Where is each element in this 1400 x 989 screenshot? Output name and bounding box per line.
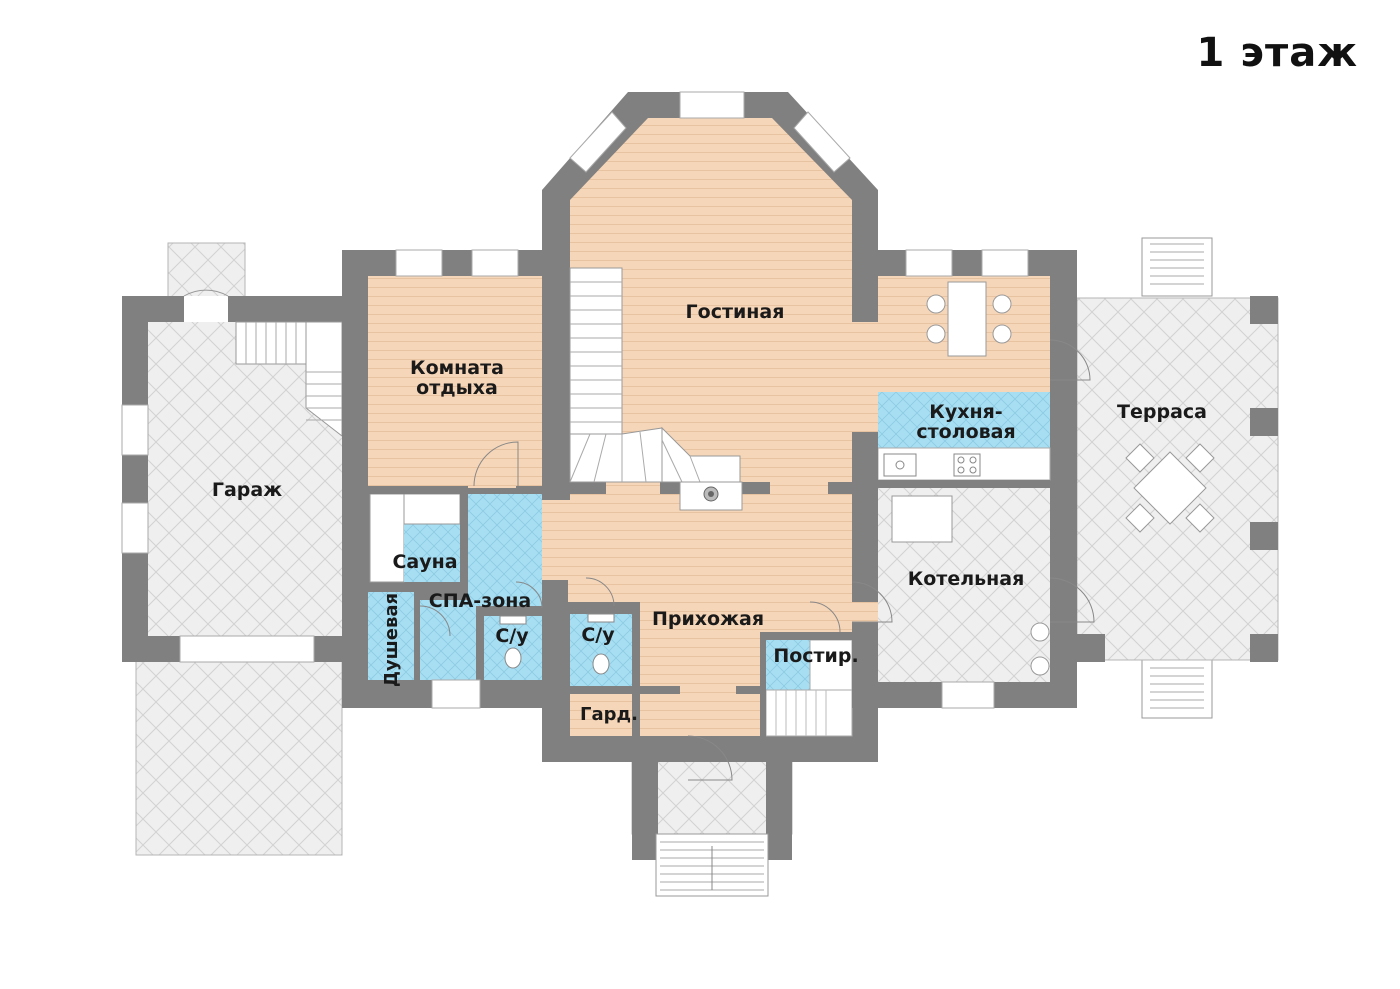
- label-sauna: Сауна: [392, 551, 457, 573]
- label-wc-2: С/у: [581, 624, 615, 646]
- sauna-bench: [369, 493, 405, 583]
- hall-floor: [542, 494, 878, 736]
- terrace-post-3: [1250, 522, 1278, 550]
- hall-stair: [765, 689, 853, 737]
- terrace-post-4: [1250, 634, 1278, 662]
- label-garage: Гараж: [212, 479, 282, 501]
- label-rest-2: отдыха: [416, 377, 498, 399]
- garage-block: [121, 242, 350, 856]
- spa-floor: [420, 494, 542, 680]
- shower-floor: [368, 592, 414, 680]
- terrace-table: [1125, 443, 1215, 533]
- laundry-floor: [766, 640, 810, 690]
- terrace-stair-bottom: [1141, 659, 1213, 719]
- entrance-porch: [631, 759, 793, 897]
- garage-gate: [179, 635, 315, 663]
- garage-entry-porch: [167, 242, 246, 302]
- terrace-post-1: [1250, 296, 1278, 324]
- terrace-stair-top: [1141, 237, 1213, 297]
- label-kitchen-2: столовая: [916, 421, 1015, 443]
- fireplace: [679, 481, 743, 511]
- garage-apron: [135, 659, 343, 856]
- label-hall: Прихожая: [652, 608, 764, 630]
- garage-door-swing: [183, 289, 229, 297]
- label-boiler: Котельная: [908, 568, 1025, 590]
- label-kitchen-1: Кухня-: [929, 401, 1002, 423]
- toilet-1: [499, 615, 527, 669]
- tank-2: [1030, 656, 1050, 676]
- label-laundry: Постир.: [773, 645, 858, 667]
- label-terrace: Терраса: [1117, 401, 1207, 423]
- terrace-post-5: [1077, 634, 1105, 662]
- garage-window-left-2: [121, 502, 149, 554]
- floor-title: 1 этаж: [1196, 30, 1358, 76]
- windows: [395, 91, 1029, 709]
- terrace-block: [1076, 237, 1279, 719]
- label-rest-1: Комната: [410, 357, 504, 379]
- label-living: Гостиная: [686, 301, 785, 323]
- terrace-post-2: [1250, 408, 1278, 436]
- garage-door-opening: [184, 296, 228, 322]
- kitchen-floor: [878, 392, 1050, 448]
- living-stair: [569, 267, 741, 483]
- doors: [419, 339, 1095, 781]
- kitchen-appliances: [883, 453, 981, 477]
- toilet-2: [587, 613, 615, 675]
- tank-1: [1030, 622, 1050, 642]
- label-wardrobe: Гард.: [580, 704, 638, 725]
- dining-table: [926, 281, 1012, 357]
- wardrobe-floor: [570, 692, 632, 736]
- sauna-heater: [403, 493, 461, 525]
- rest-room-floor: [368, 276, 542, 488]
- boiler-unit: [891, 495, 953, 543]
- sauna-floor: [404, 524, 460, 582]
- label-wc-1: С/у: [495, 625, 529, 647]
- garage-stair: [235, 321, 343, 438]
- garage-window-left-1: [121, 404, 149, 456]
- label-spa: СПА-зона: [429, 590, 531, 612]
- label-shower: Душевая: [381, 593, 402, 687]
- living-floor: [542, 118, 1050, 494]
